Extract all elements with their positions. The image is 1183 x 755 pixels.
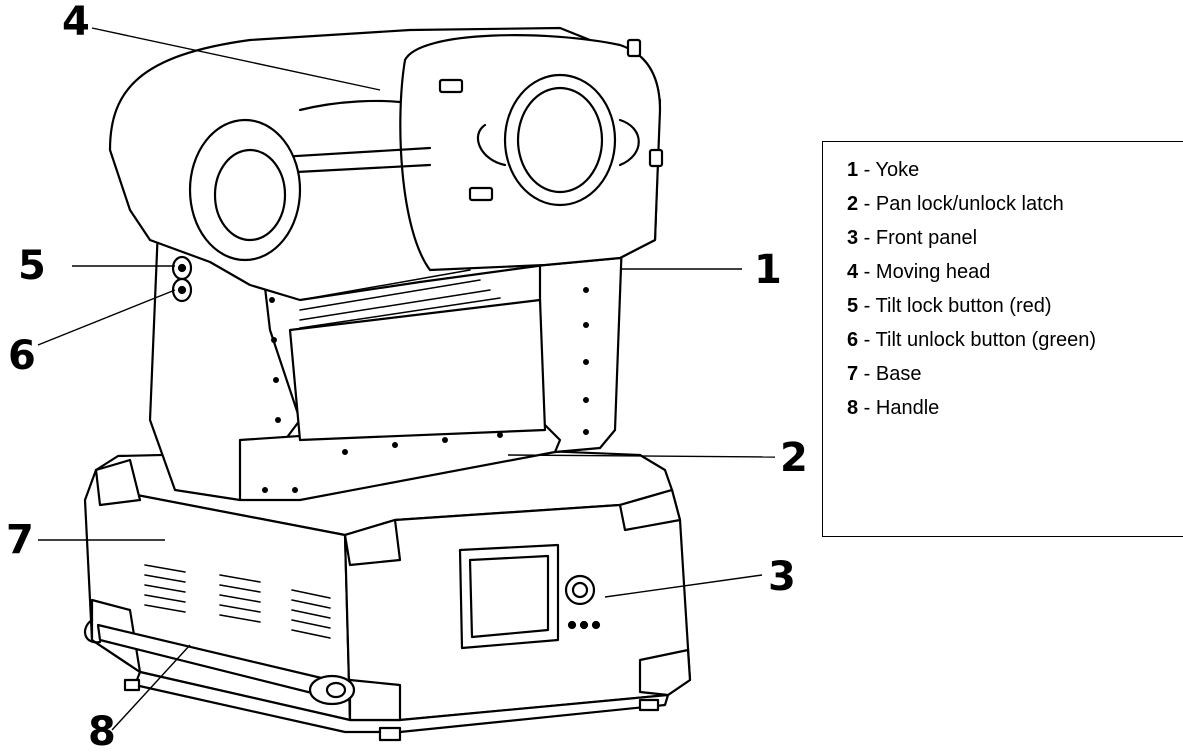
legend-separator: - <box>858 329 876 351</box>
legend-number: 4 <box>847 261 859 283</box>
legend-separator: - <box>858 227 876 249</box>
leader-lines <box>37 27 776 731</box>
legend-label: Handle <box>875 397 940 419</box>
callout-number-8: 8 <box>88 709 116 755</box>
callout-number-4: 4 <box>62 0 90 45</box>
legend-label: Base <box>875 363 922 385</box>
legend-label: Yoke <box>875 159 920 181</box>
legend-number: 3 <box>847 227 859 249</box>
legend-separator: - <box>858 261 876 283</box>
legend-number: 1 <box>847 159 859 181</box>
legend-item: 3 - Front panel <box>847 226 977 250</box>
legend-item: 7 - Base <box>847 362 922 386</box>
legend-item: 2 - Pan lock/unlock latch <box>847 192 1064 216</box>
legend-separator: - <box>858 363 876 385</box>
legend-label: Tilt lock button (red) <box>875 295 1052 317</box>
legend-item: 1 - Yoke <box>847 158 919 182</box>
callout-number-6: 6 <box>8 333 36 379</box>
moving-head-drawing <box>108 26 664 329</box>
legend-box: 1 - Yoke 2 - Pan lock/unlock latch 3 - F… <box>822 141 1183 537</box>
legend-number: 6 <box>847 329 859 351</box>
leader-line-8 <box>111 644 191 731</box>
leader-line-6 <box>37 289 176 346</box>
callout-number-7: 7 <box>6 517 34 563</box>
legend-label: Front panel <box>875 227 978 249</box>
legend-label: Moving head <box>875 261 991 283</box>
legend-label: Tilt unlock button (green) <box>875 329 1097 351</box>
callout-number-1: 1 <box>754 247 782 293</box>
base-drawing <box>83 446 692 742</box>
legend-number: 5 <box>847 295 859 317</box>
legend-item: 6 - Tilt unlock button (green) <box>847 328 1096 352</box>
legend-separator: - <box>858 397 876 419</box>
callout-number-2: 2 <box>780 435 808 481</box>
leader-line-3 <box>604 574 763 598</box>
legend-item: 5 - Tilt lock button (red) <box>847 294 1052 318</box>
legend-item: 4 - Moving head <box>847 260 990 284</box>
legend-separator: - <box>858 159 876 181</box>
legend-number: 7 <box>847 363 859 385</box>
legend-label: Pan lock/unlock latch <box>875 193 1064 215</box>
legend-number: 8 <box>847 397 859 419</box>
legend-number: 2 <box>847 193 859 215</box>
leader-line-4 <box>91 27 381 91</box>
legend-item: 8 - Handle <box>847 396 939 420</box>
legend-separator: - <box>858 295 876 317</box>
callout-number-3: 3 <box>768 554 796 600</box>
leader-line-2 <box>507 454 776 458</box>
legend-separator: - <box>858 193 876 215</box>
callout-number-5: 5 <box>18 243 46 289</box>
